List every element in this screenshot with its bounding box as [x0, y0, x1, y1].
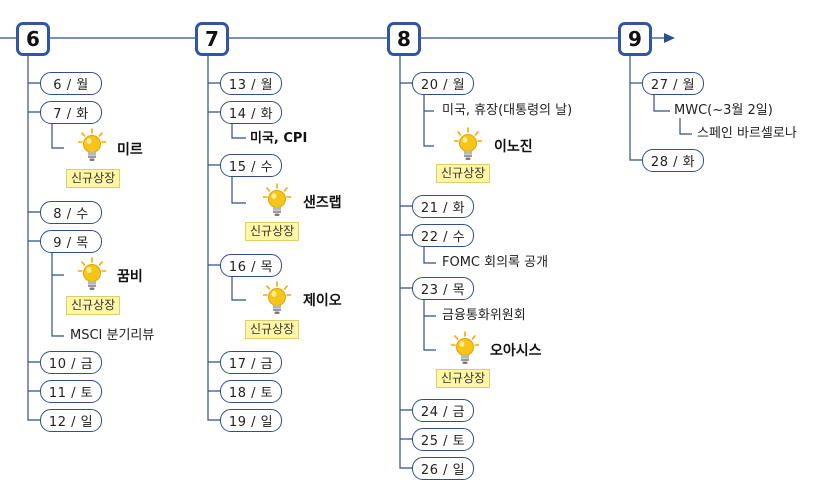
- day-node: 22 / 수: [412, 224, 474, 247]
- lightbulb-icon: [454, 127, 482, 161]
- lightbulb-icon: [78, 128, 106, 162]
- month-9: 9: [618, 22, 652, 56]
- listing-badge: 신규상장: [66, 296, 121, 315]
- lightbulb-icon: [451, 331, 479, 365]
- arrow-right-icon: [664, 33, 675, 43]
- day-node: 10 / 금: [40, 351, 102, 374]
- day-node: 9 / 목: [40, 230, 102, 253]
- day-node: 20 / 월: [412, 72, 474, 95]
- event-text: 미국, CPI: [250, 131, 308, 146]
- listing-badge: 신규상장: [245, 222, 300, 241]
- day-node: 24 / 금: [412, 399, 474, 422]
- event-text: 스페인 바르셀로나: [697, 126, 797, 141]
- company-name: 오아시스: [490, 343, 542, 359]
- day-node: 7 / 화: [40, 101, 102, 124]
- day-node: 16 / 목: [220, 254, 282, 277]
- event-text: 금융통화위원회: [442, 308, 526, 323]
- event-text: MSCI 분기리뷰: [70, 328, 155, 343]
- company-name: 제이오: [303, 293, 342, 309]
- day-node: 27 / 월: [642, 72, 704, 95]
- day-node: 6 / 월: [40, 72, 102, 95]
- day-node: 18 / 토: [220, 380, 282, 403]
- listing-badge: 신규상장: [66, 169, 121, 188]
- day-node: 26 / 일: [412, 457, 474, 480]
- day-node: 25 / 토: [412, 428, 474, 451]
- event-text: MWC(~3월 2일): [674, 103, 773, 118]
- day-node: 15 / 수: [220, 154, 282, 177]
- lightbulb-icon: [263, 281, 291, 315]
- day-node: 14 / 화: [220, 101, 282, 124]
- lightbulb-icon: [263, 183, 291, 217]
- listing-badge: 신규상장: [436, 369, 491, 388]
- event-text: FOMC 회의록 공개: [442, 255, 549, 270]
- listing-badge: 신규상장: [436, 164, 491, 183]
- month-7: 7: [195, 22, 229, 56]
- company-name: 미르: [117, 142, 143, 158]
- listing-badge: 신규상장: [245, 320, 300, 339]
- day-node: 11 / 토: [40, 380, 102, 403]
- event-text: 미국, 휴장(대통령의 날): [442, 103, 573, 118]
- day-node: 21 / 화: [412, 195, 474, 218]
- company-name: 이노진: [494, 139, 533, 155]
- month-6: 6: [16, 22, 50, 56]
- day-node: 28 / 화: [642, 149, 704, 172]
- day-node: 13 / 월: [220, 72, 282, 95]
- lightbulb-icon: [78, 257, 106, 291]
- month-8: 8: [387, 22, 421, 56]
- day-node: 23 / 목: [412, 277, 474, 300]
- day-node: 8 / 수: [40, 201, 102, 224]
- day-node: 19 / 일: [220, 409, 282, 432]
- company-name: 꿈비: [117, 269, 143, 285]
- day-node: 12 / 일: [40, 409, 102, 432]
- day-node: 17 / 금: [220, 351, 282, 374]
- company-name: 샌즈랩: [303, 195, 342, 211]
